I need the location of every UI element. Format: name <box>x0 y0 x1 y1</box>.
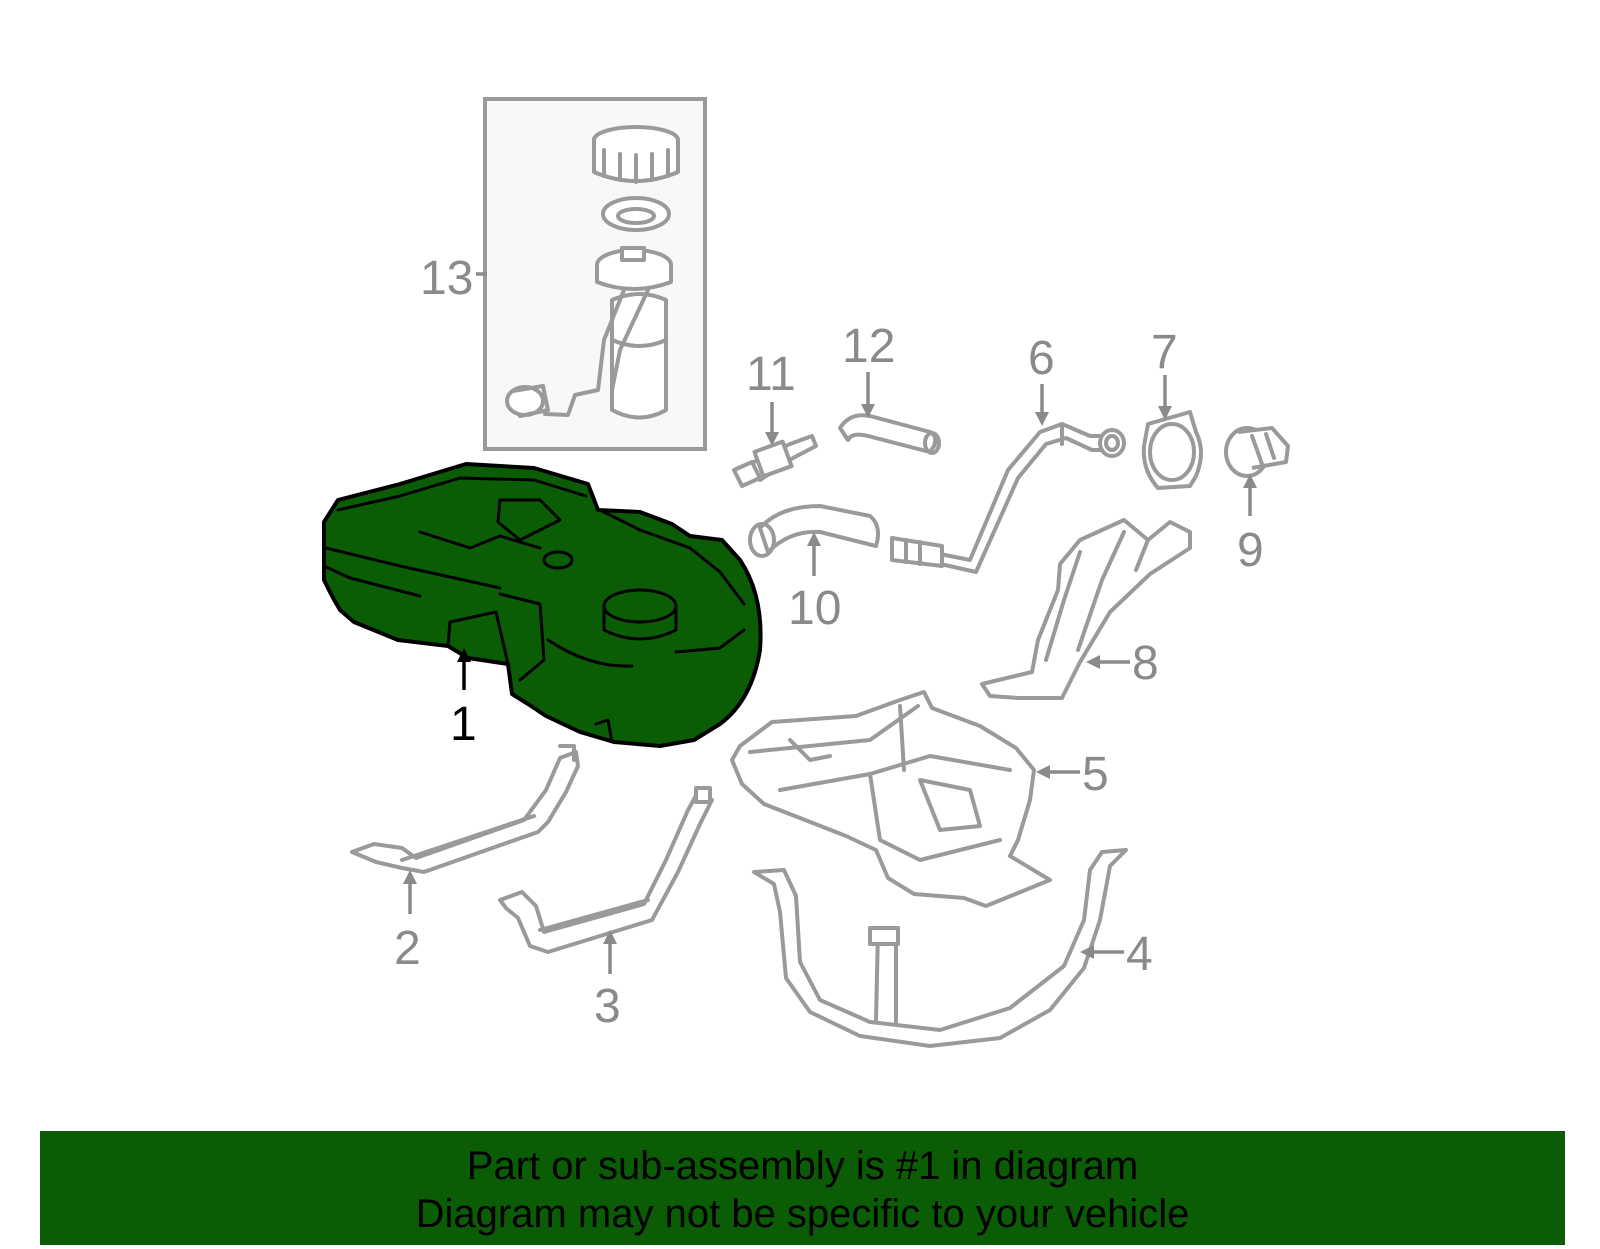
part-2-tank-strap[interactable] <box>350 744 580 874</box>
part-7-filler-housing[interactable] <box>1141 410 1203 490</box>
callout-6: 6 <box>1028 332 1055 385</box>
part-3-tank-strap[interactable] <box>498 786 714 954</box>
banner-line-1: Part or sub-assembly is #1 in diagram <box>466 1144 1139 1188</box>
callout-9: 9 <box>1237 524 1264 577</box>
part-6-filler-pipe[interactable] <box>890 422 1126 574</box>
callout-7: 7 <box>1151 326 1178 379</box>
callout-11: 11 <box>746 348 796 401</box>
part-13-fuel-pump-module[interactable] <box>483 97 707 451</box>
part-11-valve[interactable] <box>732 434 818 488</box>
part-1-fuel-tank[interactable] <box>322 462 763 748</box>
callout-12: 12 <box>842 320 895 373</box>
part-5-shield[interactable] <box>730 690 1052 908</box>
callout-8: 8 <box>1132 637 1159 690</box>
callout-13: 13 <box>420 252 473 305</box>
callout-5: 5 <box>1082 748 1109 801</box>
part-10-hose[interactable] <box>748 504 880 558</box>
info-banner: Part or sub-assembly is #1 in diagram Di… <box>40 1131 1565 1245</box>
banner-line-2: Diagram may not be specific to your vehi… <box>415 1192 1190 1236</box>
part-12-hose[interactable] <box>838 413 941 455</box>
part-4-tank-strap[interactable] <box>752 848 1128 1048</box>
part-9-fuel-cap[interactable] <box>1224 426 1290 478</box>
callout-1: 1 <box>450 698 477 751</box>
part-8-heat-shield[interactable] <box>980 518 1192 700</box>
callout-10: 10 <box>788 582 841 635</box>
callout-2: 2 <box>394 922 421 975</box>
callout-4: 4 <box>1126 928 1153 981</box>
callout-3: 3 <box>594 980 621 1033</box>
